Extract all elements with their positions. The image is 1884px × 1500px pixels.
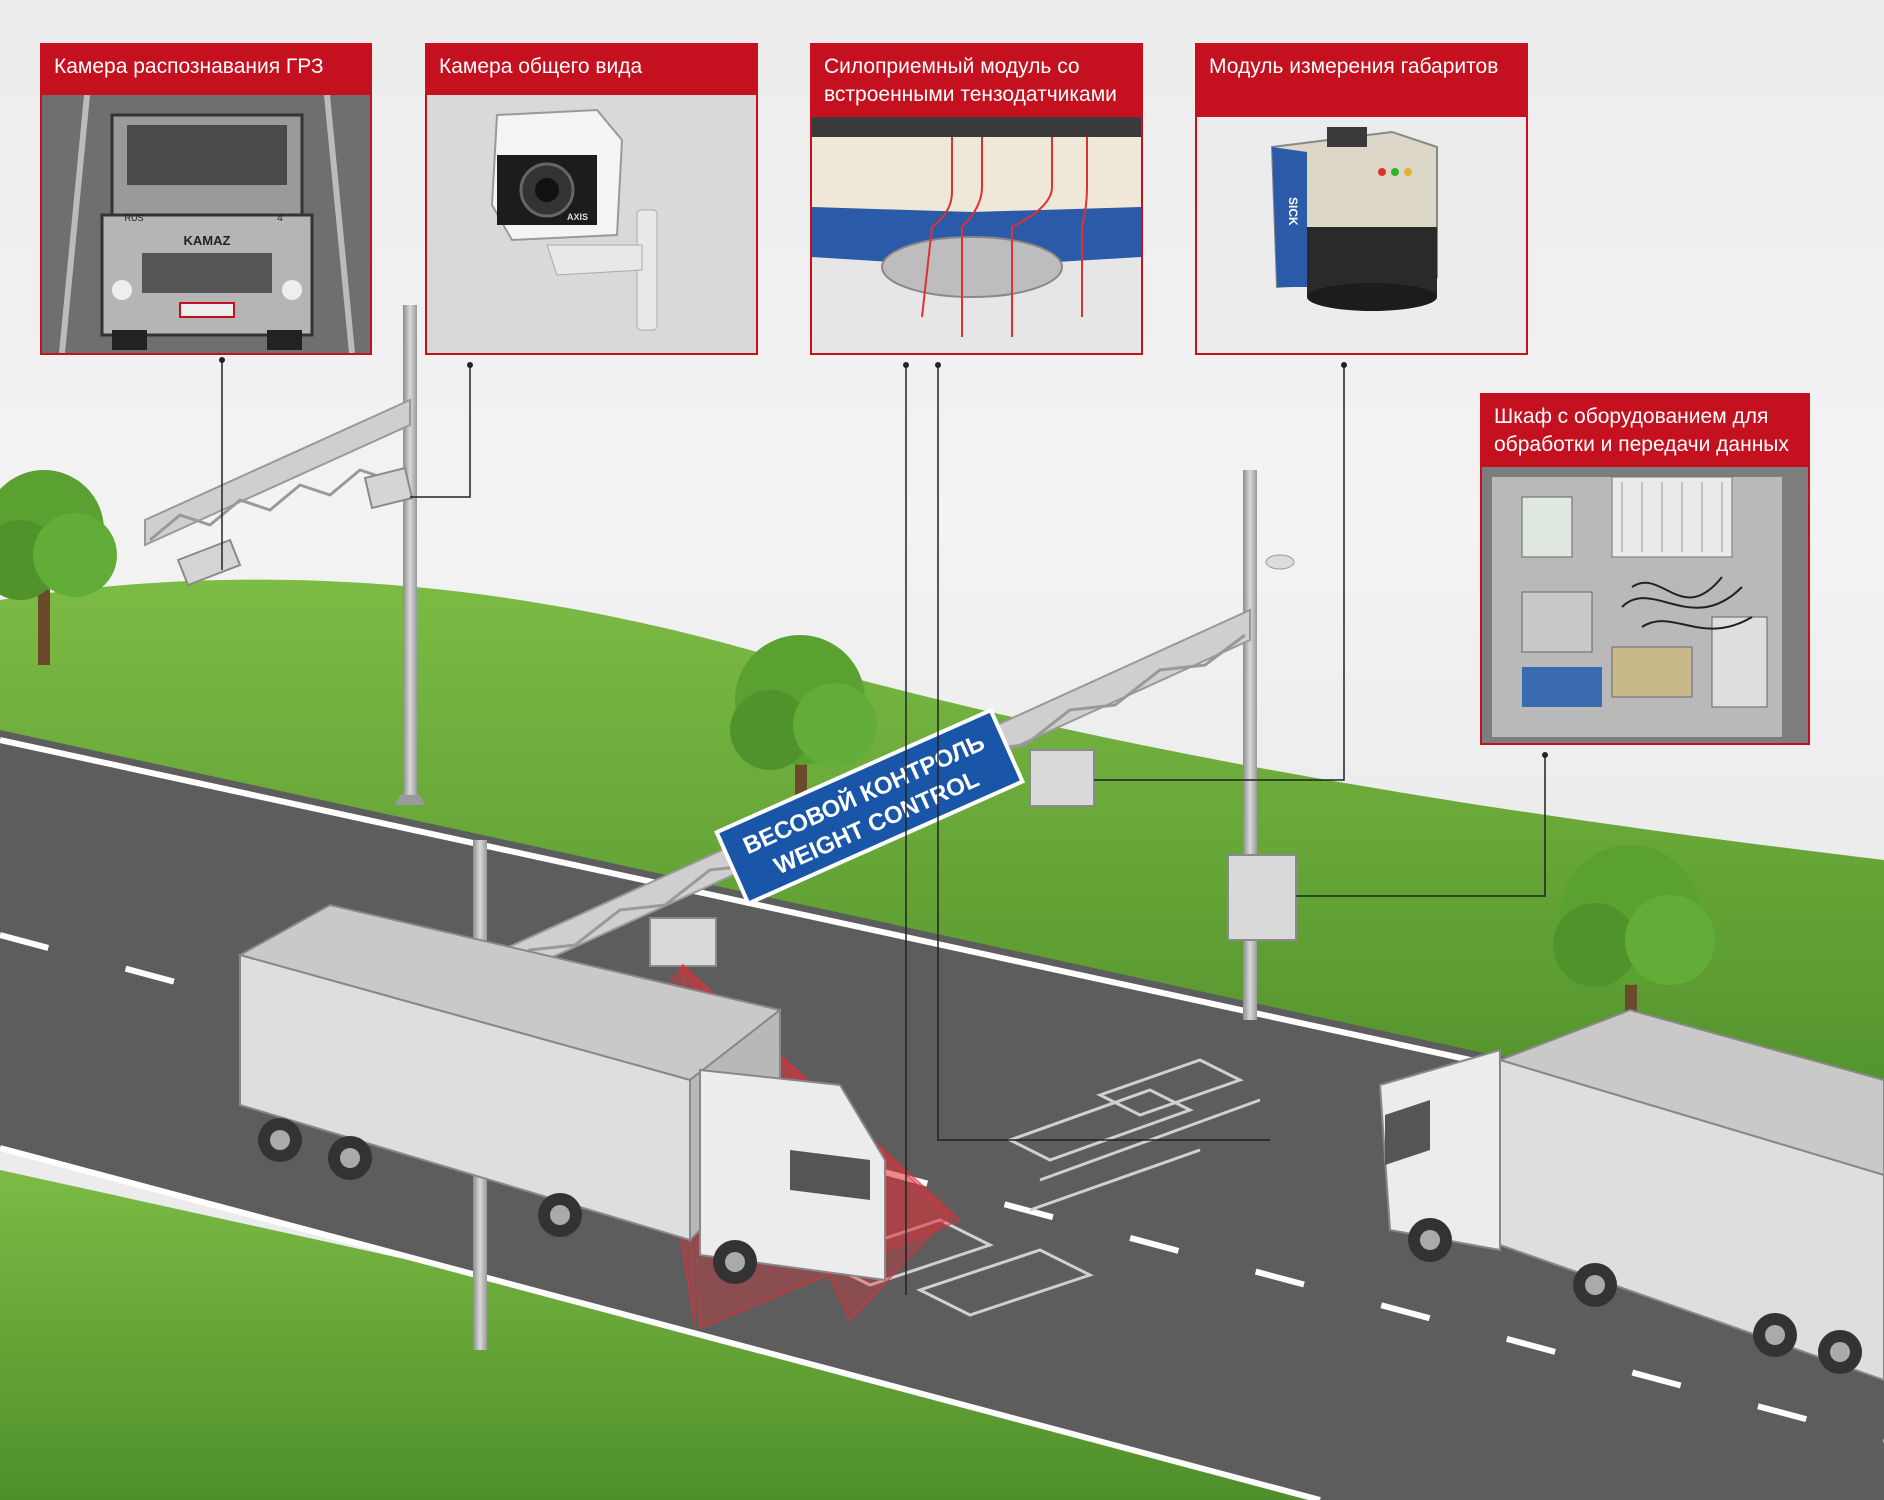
country-badge-label: RUS xyxy=(124,213,143,223)
cabinet-card: Шкаф с оборудованием для обработки и пер… xyxy=(1480,393,1810,745)
load-module-title: Силоприемный модуль со встроенными тензо… xyxy=(812,45,1141,117)
left-gantry xyxy=(144,305,425,805)
truck-brand-label: KAMAZ xyxy=(184,233,231,248)
dimension-module-card: Модуль измерения габаритов SICK xyxy=(1195,43,1528,355)
load-module-card: Силоприемный модуль со встроенными тензо… xyxy=(810,43,1143,355)
overview-camera-brand: AXIS xyxy=(567,212,588,222)
tree-right xyxy=(1553,845,1715,1030)
dimension-module-title: Модуль измерения габаритов xyxy=(1197,45,1526,117)
dimension-module-photo: SICK xyxy=(1197,117,1526,353)
overview-camera-photo: AXIS xyxy=(427,95,756,353)
plate-camera-photo: KAMAZ RUS 4 xyxy=(42,95,370,353)
plate-camera-title: Камера распознавания ГРЗ xyxy=(42,45,370,95)
roadside-cabinet xyxy=(1227,854,1297,941)
gantry-laser-scanner xyxy=(649,917,717,967)
leader-lines xyxy=(221,360,1546,1295)
plate-camera-card: Камера распознавания ГРЗ KAMAZ RUS 4 xyxy=(40,43,372,355)
road xyxy=(0,730,1884,1500)
overview-camera-title: Камера общего вида xyxy=(427,45,756,95)
truck-right xyxy=(1378,1008,1884,1382)
back-grass xyxy=(0,579,1884,1150)
cab-number-label: 4 xyxy=(277,213,283,224)
dimension-module-brand: SICK xyxy=(1286,197,1300,226)
cabinet-title: Шкаф с оборудованием для обработки и пер… xyxy=(1482,395,1808,467)
cabinet-photo xyxy=(1482,467,1808,743)
overview-camera-card: Камера общего вида AXIS xyxy=(425,43,758,355)
left-gantry-camera-2 xyxy=(363,466,414,510)
tree-middle xyxy=(730,635,877,810)
left-gantry-camera-1 xyxy=(176,538,242,587)
gantry-dimension-sensor xyxy=(1029,749,1095,807)
truck-left xyxy=(237,903,886,1284)
load-module-cutaway xyxy=(812,117,1141,353)
tree-left xyxy=(0,470,117,665)
